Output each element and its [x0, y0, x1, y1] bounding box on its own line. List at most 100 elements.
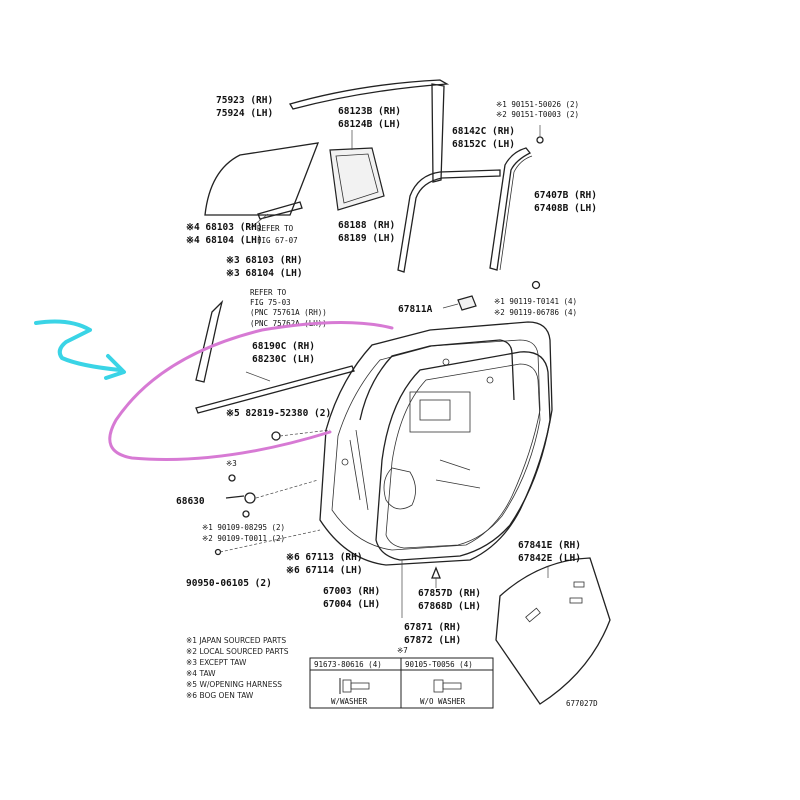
leader-68103 — [249, 213, 269, 229]
label-90109-t0011: ※2 90109-T0011 (2) — [202, 534, 285, 543]
label-90151-t0003: ※2 90151-T0003 (2) — [496, 110, 579, 119]
figure-code: 677027D — [566, 699, 598, 708]
quarter-glass-drawing — [329, 147, 385, 211]
label-90109-08295: ※1 90109-08295 (2) — [202, 523, 285, 532]
front-frame-drawing — [195, 299, 224, 383]
label-68152c: 68152C (LH) — [452, 139, 515, 150]
screw-without-washer-icon — [433, 679, 462, 693]
outside-moulding-drawing — [289, 79, 450, 110]
leader-67811a — [442, 303, 459, 309]
label-68188: 68188 (RH) — [338, 220, 395, 231]
cover-hole-1 — [525, 607, 541, 623]
leader-68190c — [245, 371, 271, 382]
leader-68630-panel — [255, 479, 319, 499]
table-col1-caption: W/WASHER — [331, 697, 368, 706]
label-fig-67-07: FIG 67-07 — [257, 236, 298, 245]
label-90119-t0141: ※1 90119-T0141 (4) — [494, 297, 577, 306]
table-col1-header: 91673-80616 (4) — [314, 660, 382, 669]
screw-icon — [536, 136, 544, 144]
label-90151-50026: ※1 90151-50026 (2) — [496, 100, 579, 109]
label-67857d: 67857D (RH) — [418, 588, 481, 599]
table-col2-caption: W/O WASHER — [420, 697, 466, 706]
door-panel-inner — [331, 339, 541, 551]
note-6: ※6 BOG OEN TAW — [186, 691, 254, 700]
leader-82819 — [279, 429, 331, 437]
note-2: ※2 LOCAL SOURCED PARTS — [186, 647, 289, 656]
cover-hole-3 — [573, 581, 585, 588]
clip-67857d-icon — [431, 566, 441, 579]
service-cover-drawing — [495, 557, 611, 705]
pointer-arrow-icon — [34, 319, 126, 380]
label-67003: 67003 (RH) — [323, 586, 380, 597]
window-frame-drawing — [359, 339, 515, 421]
label-67407b: 67407B (RH) — [534, 190, 597, 201]
panel-hole-2 — [442, 358, 450, 366]
label-67114: ※6 67114 (LH) — [286, 565, 363, 576]
belt-moulding-drawing — [195, 365, 355, 414]
label-pnc-75761a: (PNC 75761A (RH)) — [250, 308, 327, 317]
glass-run-vertical-drawing — [431, 83, 445, 183]
label-90950: 90950-06105 (2) — [186, 578, 272, 589]
run-channel-drawing — [489, 147, 532, 271]
run-channel-drawing-2 — [499, 155, 533, 271]
plug-icon — [214, 548, 222, 556]
regulator-inner — [419, 399, 451, 421]
division-bar-drawing — [397, 169, 501, 273]
label-68230c: 68230C (LH) — [252, 354, 315, 365]
label-67868d: 67868D (LH) — [418, 601, 481, 612]
note-4: ※4 TAW — [186, 669, 216, 678]
bolt-icon — [531, 280, 541, 290]
door-panel-outline — [319, 321, 553, 566]
screw-table: ※7 91673-80616 (4) 90105-T0056 (4) W/WAS… — [309, 646, 494, 709]
label-68104-except-taw: ※3 68104 (LH) — [226, 268, 303, 279]
label-pnc-75762a: (PNC 75762A (LH)) — [250, 319, 327, 328]
label-67113: ※6 67113 (RH) — [286, 552, 363, 563]
label-68104-taw: ※4 68104 (LH) — [186, 235, 263, 246]
label-68630: 68630 — [176, 496, 205, 507]
label-68142c: 68142C (RH) — [452, 126, 515, 137]
label-67811a: 67811A — [398, 304, 433, 315]
label-fig-75-03: FIG 75-03 — [250, 298, 291, 307]
label-refer-to-1: REFER TO — [257, 224, 294, 233]
label-68103-taw: ※4 68103 (RH) — [186, 222, 263, 233]
label-68123b: 68123B (RH) — [338, 106, 401, 117]
label-82819: ※5 82819-52380 (2) — [226, 408, 331, 419]
label-68190c: 68190C (RH) — [252, 341, 315, 352]
cap-drawing — [457, 295, 477, 311]
weatherstrip-drawing — [375, 351, 551, 561]
label-75924: 75924 (LH) — [216, 108, 273, 119]
note-3: ※3 EXCEPT TAW — [186, 658, 247, 667]
panel-hole-3 — [486, 376, 494, 384]
check-bracket-icon — [244, 492, 256, 504]
leader-90950-panel — [219, 529, 321, 553]
table-col2-header: 90105-T0056 (4) — [405, 660, 473, 669]
highlight-ellipse — [108, 321, 394, 462]
label-75923: 75923 (RH) — [216, 95, 273, 106]
check-arm-drawing — [225, 495, 245, 499]
panel-hole-1 — [341, 458, 349, 466]
label-68103-except-taw: ※3 68103 (RH) — [226, 255, 303, 266]
label-67872: 67872 (LH) — [404, 635, 461, 646]
bolt-small-icon — [228, 474, 236, 482]
panel-ribs — [349, 429, 481, 511]
note-1: ※1 JAPAN SOURCED PARTS — [186, 636, 286, 645]
weatherstrip-inner — [385, 363, 541, 549]
label-90119-06786: ※2 90119-06786 (4) — [494, 308, 577, 317]
quarter-glass-inner — [335, 153, 379, 204]
label-67408b: 67408B (LH) — [534, 203, 597, 214]
label-67871: 67871 (RH) — [404, 622, 461, 633]
label-67004: 67004 (LH) — [323, 599, 380, 610]
screw-small-icon — [242, 510, 250, 518]
label-67841e: 67841E (RH) — [518, 540, 581, 551]
label-67842e: 67842E (LH) — [518, 553, 581, 564]
speaker-hole-drawing — [383, 467, 416, 510]
cover-hole-2 — [569, 597, 583, 604]
label-68189: 68189 (LH) — [338, 233, 395, 244]
note-5: ※5 W/OPENING HARNESS — [186, 680, 282, 689]
regulator-drawing — [409, 391, 471, 433]
label-refer-to-2: REFER TO — [250, 288, 287, 297]
glass-channel-drawing — [257, 201, 303, 220]
label-68124b: 68124B (LH) — [338, 119, 401, 130]
screw-with-washer-icon — [339, 678, 370, 694]
